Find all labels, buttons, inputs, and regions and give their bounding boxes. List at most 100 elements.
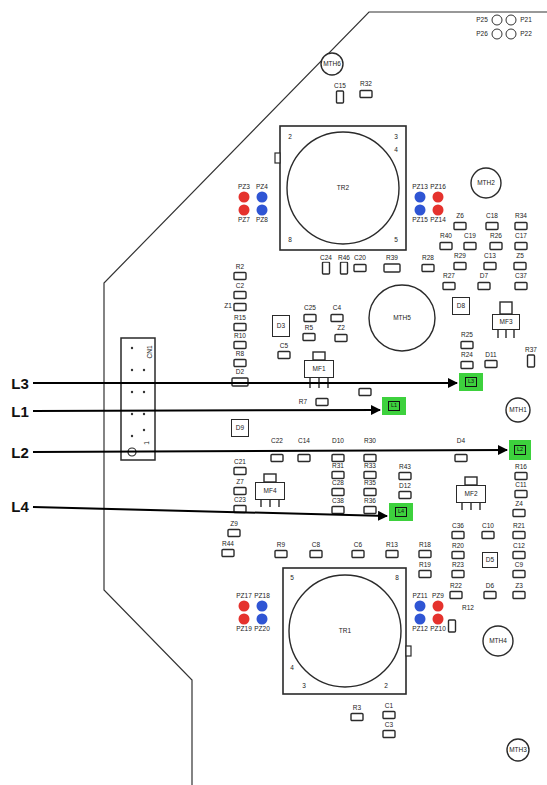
diode-package: D3 — [272, 315, 290, 337]
callout-arrow — [33, 382, 457, 384]
circle-outline — [483, 626, 513, 656]
component-designator: R34 — [515, 213, 528, 220]
smd-pad — [422, 265, 434, 272]
board-outline — [104, 12, 547, 785]
callout-label: L4 — [10, 499, 30, 514]
component-designator: C22 — [271, 438, 284, 445]
component-designator: D7 — [479, 273, 488, 280]
smd-pad — [399, 473, 411, 480]
component-designator: P26 — [476, 31, 489, 38]
component-designator: D6 — [485, 583, 494, 590]
smd-pad — [443, 283, 455, 290]
transistor-leg — [269, 500, 270, 507]
component-designator: R28 — [422, 255, 435, 262]
component-designator: C5 — [279, 343, 288, 350]
component-designator: P21 — [520, 17, 533, 24]
part-designator: MF3 — [500, 319, 513, 326]
component-designator: PZ13 — [412, 184, 429, 191]
component-designator: C38 — [332, 498, 345, 505]
component-designator: R5 — [304, 325, 313, 332]
part-designator: TR1 — [339, 628, 351, 635]
callout-arrow — [33, 450, 507, 452]
component-designator: C24 — [320, 255, 333, 262]
component-designator: C17 — [515, 233, 528, 240]
component-designator: R46 — [338, 255, 351, 262]
component-designator: R33 — [364, 463, 377, 470]
blue-dot — [257, 601, 268, 612]
callout-label: L3 — [10, 376, 30, 391]
smd-pad — [399, 492, 411, 499]
smd-pad — [478, 283, 490, 290]
component-designator: R29 — [454, 253, 467, 260]
test-pad — [492, 15, 502, 25]
pin-number: 1 — [144, 441, 151, 446]
part-designator: MTH3 — [509, 747, 527, 754]
piezo-dots — [239, 192, 444, 625]
component-designator: C20 — [354, 255, 367, 262]
transformer-notch — [406, 646, 411, 656]
smd-pad — [515, 223, 527, 230]
test-pad — [506, 15, 516, 25]
smd-pad — [332, 489, 344, 496]
smd-pad — [234, 342, 246, 349]
transformer-body — [283, 568, 406, 694]
smd-pad — [222, 550, 234, 557]
smd-pad — [383, 712, 395, 719]
component-designator: PZ16 — [430, 184, 447, 191]
component-designator: R30 — [364, 438, 377, 445]
pin-number: 5 — [394, 237, 399, 244]
component-designator: PZ15 — [412, 217, 429, 224]
component-designator: R26 — [490, 233, 503, 240]
blue-dot — [257, 205, 268, 216]
component-designator: C15 — [334, 83, 347, 90]
smd-pad — [484, 263, 496, 270]
part-designator: TR2 — [337, 185, 349, 192]
part-designator: D9 — [236, 425, 244, 432]
inductor-highlight: L4 — [389, 503, 413, 521]
smd-pad — [234, 304, 246, 311]
callout-label: L1 — [10, 404, 30, 419]
component-designator: PZ12 — [412, 626, 429, 633]
blue-dot — [415, 192, 426, 203]
pin-number: 2 — [384, 683, 389, 690]
smd-pad — [486, 223, 498, 230]
smd-pad — [332, 455, 344, 462]
smd-pad — [454, 263, 466, 270]
smd-pad — [364, 472, 376, 479]
transistor-tab — [465, 477, 477, 485]
transistor-leg — [505, 330, 506, 338]
callout-arrow — [33, 507, 387, 516]
callout-arrow — [33, 410, 380, 411]
pin-number: 3 — [394, 134, 399, 141]
component-designator: C36 — [452, 523, 465, 530]
smd-pad — [351, 714, 363, 721]
component-designator: D2 — [235, 369, 244, 376]
pin-number: 5 — [290, 575, 295, 582]
blue-dot — [415, 205, 426, 216]
component-designator: C4 — [332, 305, 341, 312]
smd-pad — [359, 389, 371, 396]
pin-number: 4 — [290, 665, 295, 672]
part-designator: L4 — [395, 507, 406, 517]
connector-pin — [143, 369, 145, 371]
component-designator: PZ7 — [238, 217, 251, 224]
mounting-hole: MTH4 — [482, 625, 514, 657]
component-designator: C3 — [384, 722, 393, 729]
smd-pad — [323, 262, 330, 274]
component-designator: C13 — [484, 253, 497, 260]
component-designator: R24 — [461, 352, 474, 359]
smd-pad — [331, 315, 343, 322]
component-designator: R39 — [386, 255, 399, 262]
component-designator: C11 — [515, 482, 527, 489]
component-designator: Z9 — [230, 521, 239, 528]
circle-outline — [287, 132, 399, 244]
component-designator: R2 — [235, 264, 244, 271]
connector-pin — [131, 413, 133, 415]
component-designator: PZ14 — [430, 217, 447, 224]
transistor-leg — [513, 330, 514, 338]
component-designator: R23 — [452, 562, 465, 569]
smd-pad — [228, 530, 240, 537]
part-designator: MTH4 — [489, 638, 507, 645]
pin-number: 3 — [302, 683, 307, 690]
component-designator: C21 — [234, 459, 247, 466]
